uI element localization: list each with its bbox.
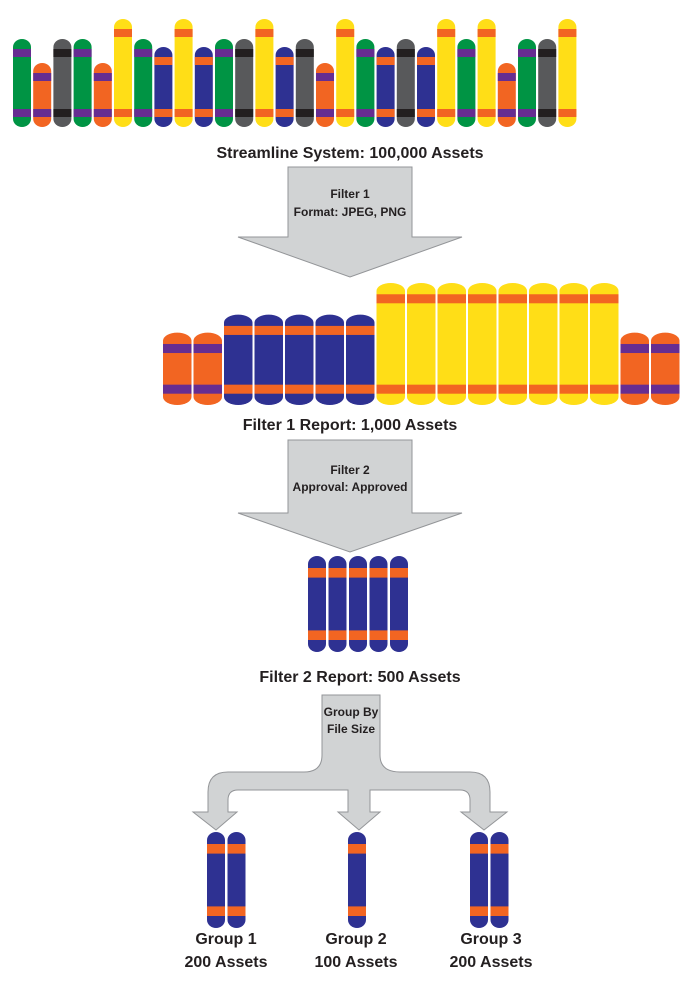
- filter2-arrow-title: Filter 2: [330, 463, 370, 477]
- yellow-asset: [468, 282, 497, 405]
- orange-asset: [651, 332, 680, 405]
- group-by-arrow-shape: [191, 694, 509, 831]
- group-2-count: 100 Assets: [314, 954, 397, 971]
- gray-asset: [53, 39, 72, 127]
- yellow-asset: [437, 282, 466, 405]
- yellow-asset: [437, 19, 456, 127]
- blue-asset: [254, 314, 283, 405]
- blue-asset: [207, 832, 225, 928]
- filter1-arrow: Filter 1 Format: JPEG, PNG: [237, 166, 463, 278]
- gray-asset: [295, 39, 314, 127]
- orange-asset: [316, 63, 334, 127]
- blue-asset: [348, 832, 366, 928]
- group-1-count: 200 Assets: [184, 954, 267, 971]
- blue-asset: [154, 47, 173, 127]
- filter1-report-label: Filter 1 Report: 1,000 Assets: [243, 417, 458, 434]
- yellow-asset: [559, 282, 588, 405]
- blue-asset: [285, 314, 314, 405]
- yellow-asset: [590, 282, 619, 405]
- yellow-asset: [529, 282, 558, 405]
- group-by-arrow-detail: File Size: [327, 722, 375, 736]
- green-asset: [134, 39, 153, 127]
- blue-asset: [346, 314, 375, 405]
- blue-asset: [390, 556, 408, 652]
- filter2-arrow-detail: Approval: Approved: [293, 480, 408, 494]
- filter2-report-assets: [308, 556, 408, 652]
- blue-asset: [194, 47, 213, 127]
- yellow-asset: [477, 19, 496, 127]
- group-1-assets: [207, 832, 246, 928]
- gray-asset: [235, 39, 254, 127]
- orange-asset: [93, 63, 112, 127]
- blue-asset: [470, 832, 488, 928]
- blue-asset: [349, 556, 367, 652]
- yellow-asset: [407, 282, 436, 405]
- gray-asset: [396, 39, 415, 127]
- group-by-arrow: Group By File Size: [191, 694, 509, 831]
- filter2-arrow: Filter 2 Approval: Approved: [237, 439, 463, 553]
- orange-asset: [497, 63, 516, 127]
- green-asset: [13, 39, 31, 127]
- gray-asset: [538, 39, 557, 127]
- green-asset: [518, 39, 536, 127]
- filter2-arrow-shape: [237, 439, 463, 553]
- yellow-asset: [114, 19, 132, 127]
- blue-asset: [490, 832, 509, 928]
- group-2-name: Group 2: [325, 931, 386, 948]
- green-asset: [215, 39, 233, 127]
- blue-asset: [227, 832, 246, 928]
- green-asset: [457, 39, 476, 127]
- group-1-name: Group 1: [195, 931, 256, 948]
- blue-asset: [308, 556, 326, 652]
- group-3-count: 200 Assets: [449, 954, 532, 971]
- filter1-report-assets: [163, 282, 680, 405]
- group-by-arrow-title: Group By: [324, 705, 379, 719]
- source-assets-row: [13, 19, 577, 127]
- orange-asset: [33, 63, 52, 127]
- orange-asset: [620, 332, 649, 405]
- yellow-asset: [558, 19, 577, 127]
- filter1-arrow-shape: [237, 166, 463, 278]
- source-label: Streamline System: 100,000 Assets: [216, 145, 483, 162]
- yellow-asset: [174, 19, 193, 127]
- group-3-name: Group 3: [460, 931, 521, 948]
- green-asset: [356, 39, 375, 127]
- blue-asset: [224, 314, 253, 405]
- orange-asset: [163, 332, 192, 405]
- yellow-asset: [255, 19, 274, 127]
- blue-asset: [275, 47, 294, 127]
- blue-asset: [417, 47, 435, 127]
- yellow-asset: [498, 282, 527, 405]
- filter2-report-label: Filter 2 Report: 500 Assets: [259, 669, 460, 686]
- filter1-arrow-detail: Format: JPEG, PNG: [294, 205, 407, 219]
- orange-asset: [193, 332, 222, 405]
- blue-asset: [328, 556, 347, 652]
- filter1-arrow-title: Filter 1: [330, 187, 370, 201]
- green-asset: [73, 39, 92, 127]
- yellow-asset: [336, 19, 355, 127]
- blue-asset: [369, 556, 388, 652]
- blue-asset: [376, 47, 395, 127]
- blue-asset: [315, 314, 344, 405]
- group-2-assets: [348, 832, 366, 928]
- group-3-assets: [470, 832, 509, 928]
- yellow-asset: [376, 282, 405, 405]
